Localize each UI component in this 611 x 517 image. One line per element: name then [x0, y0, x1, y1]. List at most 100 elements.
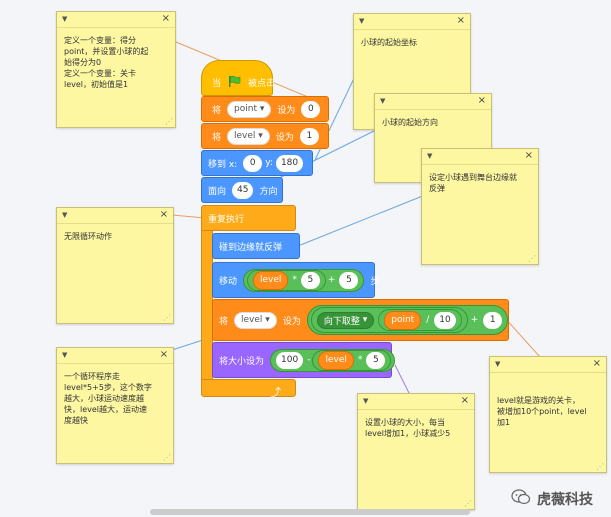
collapse-icon[interactable]: ▼	[359, 17, 365, 25]
collapse-icon[interactable]: ▼	[62, 211, 68, 219]
note-header: ▼ ×	[354, 14, 470, 30]
resize-handle-icon[interactable]: ⋰	[464, 499, 472, 508]
operand-input[interactable]: 5	[339, 271, 359, 289]
green-flag-icon	[228, 75, 241, 91]
x-input[interactable]: 0	[243, 154, 263, 172]
value-input[interactable]: 0	[301, 100, 321, 118]
collapse-icon[interactable]: ▼	[495, 360, 501, 368]
note-text[interactable]: 一个循环程序走 level*5+5步，这个数字 越大，小球运动速度越 快，lev…	[64, 372, 152, 425]
note-text[interactable]: 无限循环动作	[64, 232, 112, 241]
operand-input[interactable]: 5	[300, 271, 320, 289]
forever-label: 重复执行	[208, 214, 245, 225]
subtract-operator[interactable]: 100 - level * 5	[270, 348, 396, 372]
close-icon[interactable]: ×	[524, 150, 533, 161]
variable-reporter-point[interactable]: point	[384, 310, 422, 330]
note-text[interactable]: 小球的起始坐标	[361, 38, 417, 47]
close-icon[interactable]: ×	[161, 13, 170, 24]
note-header: ▼ ×	[57, 348, 173, 364]
comment-note-size[interactable]: ▼ × 设置小球的大小，每当 level增加1，小球减少5 ⋰	[357, 393, 475, 510]
operand-input[interactable]: 100	[276, 351, 304, 369]
point-label: 面向	[208, 186, 227, 197]
multiply-operator[interactable]: level * 5	[312, 349, 392, 371]
collapse-icon[interactable]: ▼	[62, 15, 68, 23]
watermark-text: 虎薇科技	[537, 492, 593, 508]
comment-note-forever[interactable]: ▼ × 无限循环动作 ⋰	[56, 207, 174, 324]
collapse-icon[interactable]: ▼	[62, 351, 68, 359]
loop-arrow-icon: ⤴	[270, 386, 281, 399]
horizontal-scrollbar[interactable]	[150, 509, 470, 515]
note-header: ▼ ×	[358, 394, 474, 410]
multiply-operator[interactable]: level * 5	[247, 269, 326, 291]
note-text[interactable]: level就是游戏的关卡， 被增加10个point，level 加1	[497, 396, 587, 427]
resize-handle-icon[interactable]: ⋰	[163, 313, 171, 322]
variable-reporter-level[interactable]: level	[318, 350, 354, 370]
minus-sign: -	[307, 355, 311, 365]
forever-block[interactable]: 重复执行	[201, 205, 296, 231]
variable-dropdown-level[interactable]: level ▾	[227, 127, 270, 145]
bounce-label: 碰到边缘就反弹	[219, 242, 283, 253]
var-name: point	[234, 104, 257, 114]
comment-note-variables[interactable]: ▼ × 定义一个变量：得分 point，并设置小球的起 始得分为0 定义一个变量…	[56, 11, 176, 128]
note-header: ▼ ×	[490, 357, 606, 373]
comment-note-bounce[interactable]: ▼ × 设定小球遇到舞台边缘就 反弹 ⋰	[421, 148, 539, 265]
set-label: 将	[212, 132, 222, 143]
set-level-block[interactable]: 将 level ▾ 设为 1	[201, 123, 329, 149]
math-op-block[interactable]: 向下取整 ▾ point / 10	[310, 307, 468, 333]
comment-note-move-speed[interactable]: ▼ × 一个循环程序走 level*5+5步，这个数字 越大，小球运动速度越 快…	[56, 347, 174, 464]
move-steps-block[interactable]: 移动 level * 5 + 5 步	[212, 262, 379, 298]
close-icon[interactable]: ×	[592, 358, 601, 369]
comment-note-level[interactable]: ▼ × level就是游戏的关卡， 被增加10个point，level 加1 ⋰	[489, 356, 607, 473]
resize-handle-icon[interactable]: ⋰	[528, 254, 536, 263]
math-function-dropdown[interactable]: 向下取整 ▾	[316, 311, 375, 329]
close-icon[interactable]: ×	[456, 15, 465, 26]
close-icon[interactable]: ×	[477, 95, 486, 106]
note-header: ▼ ×	[57, 208, 173, 224]
note-text[interactable]: 设定小球遇到舞台边缘就 反弹	[429, 173, 517, 193]
y-input[interactable]: 180	[275, 154, 304, 172]
plus-sign: +	[327, 275, 336, 285]
steps-unit: 步	[370, 276, 380, 287]
note-text[interactable]: 定义一个变量：得分 point，并设置小球的起 始得分为0 定义一个变量：关卡 …	[64, 36, 149, 89]
variable-dropdown-level[interactable]: level ▾	[234, 311, 277, 329]
variable-dropdown-point[interactable]: point ▾	[227, 100, 272, 118]
direction-input[interactable]: 45	[232, 181, 254, 199]
goto-label: 移到 x:	[208, 159, 238, 170]
when-label: 当	[212, 79, 222, 89]
var-name: level	[241, 315, 263, 325]
direction-unit: 方向	[259, 186, 278, 197]
collapse-icon[interactable]: ▼	[427, 152, 433, 160]
set-level-formula-block[interactable]: 将 level ▾ 设为 向下取整 ▾ point / 10 + 1	[212, 299, 509, 341]
resize-handle-icon[interactable]: ⋰	[596, 462, 604, 471]
add-operator[interactable]: 向下取整 ▾ point / 10 + 1	[306, 305, 509, 335]
collapse-icon[interactable]: ▼	[363, 397, 369, 405]
close-icon[interactable]: ×	[159, 209, 168, 220]
when-flag-clicked-block[interactable]: 当 被点击	[201, 60, 275, 96]
operand-input[interactable]: 5	[366, 351, 386, 369]
watermark: 虎薇科技	[511, 489, 593, 509]
func-name: 向下取整	[323, 316, 360, 327]
note-header: ▼ ×	[375, 94, 491, 110]
set-label: 将	[219, 316, 229, 327]
add-operator[interactable]: level * 5 + 5	[243, 268, 365, 292]
if-on-edge-bounce-block[interactable]: 碰到边缘就反弹	[212, 233, 300, 259]
value-input[interactable]: 1	[299, 127, 319, 145]
close-icon[interactable]: ×	[159, 349, 168, 360]
set-point-block[interactable]: 将 point ▾ 设为 0	[201, 96, 329, 122]
divide-operator[interactable]: point / 10	[378, 309, 462, 331]
variable-reporter-level[interactable]: level	[253, 270, 289, 290]
set-size-block[interactable]: 将大小设为 100 - level * 5	[212, 342, 396, 378]
resize-handle-icon[interactable]: ⋰	[165, 117, 173, 126]
close-icon[interactable]: ×	[460, 395, 469, 406]
operand-input[interactable]: 1	[483, 311, 503, 329]
operand-input[interactable]: 10	[434, 311, 456, 329]
forever-bottom-arm: ⤴	[201, 379, 296, 399]
set-label: 将	[212, 105, 222, 116]
note-text[interactable]: 设置小球的大小，每当 level增加1，小球减少5	[365, 418, 451, 438]
resize-handle-icon[interactable]: ⋰	[163, 453, 171, 462]
point-in-direction-block[interactable]: 面向 45 方向	[201, 177, 283, 203]
collapse-icon[interactable]: ▼	[380, 97, 386, 105]
note-text[interactable]: 小球的起始方向	[382, 118, 438, 127]
wechat-icon	[511, 489, 531, 509]
move-label: 移动	[219, 276, 238, 287]
goto-xy-block[interactable]: 移到 x: 0 y: 180	[201, 150, 313, 176]
